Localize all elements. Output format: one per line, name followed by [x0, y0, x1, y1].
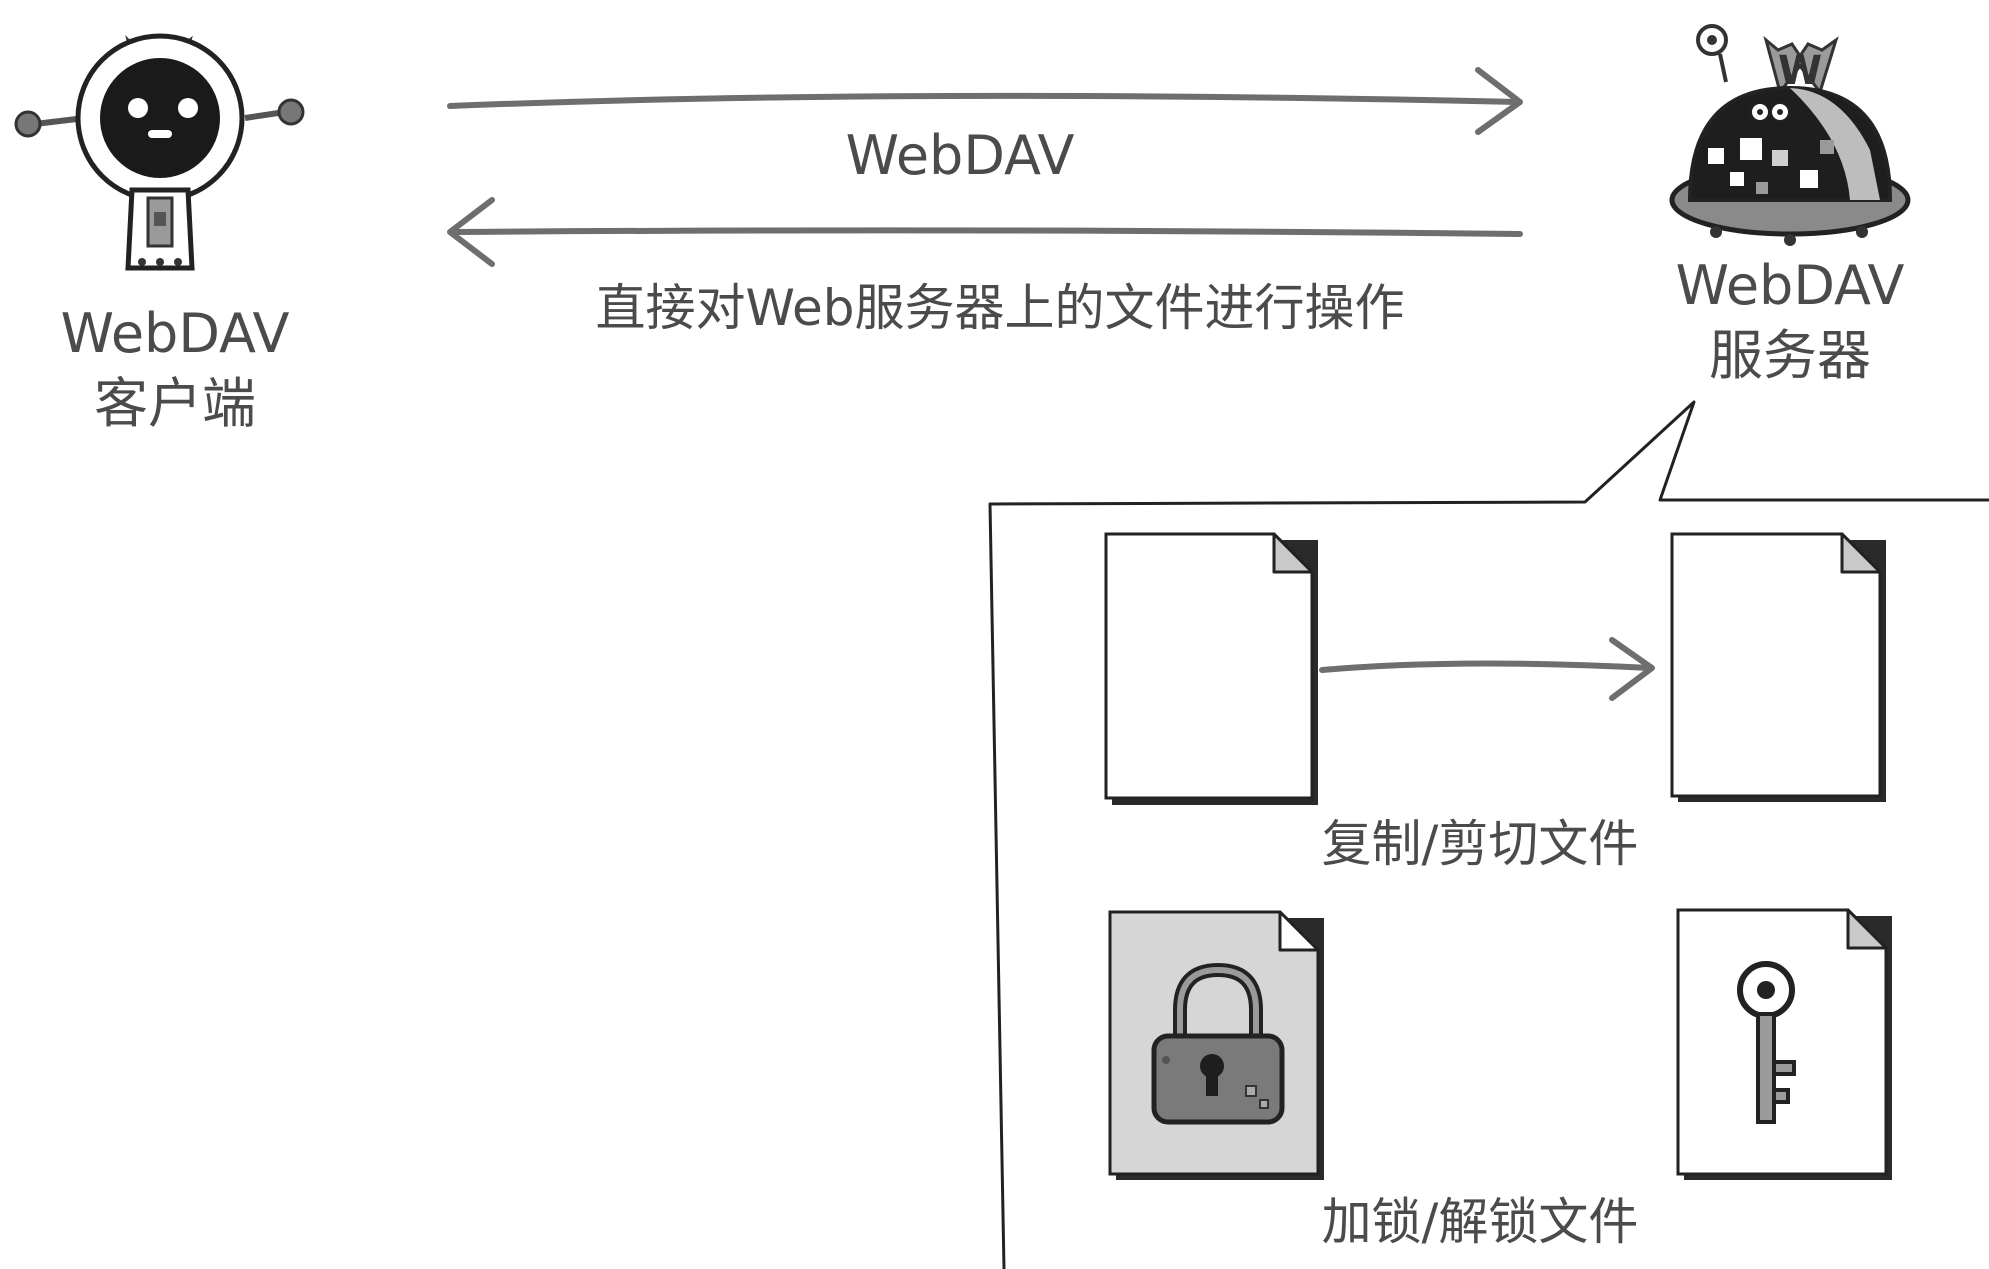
client-robot-icon: W [14, 33, 305, 271]
server-subtitle: 服务器 [1709, 324, 1871, 387]
server-title: WebDAV [1675, 254, 1905, 317]
request-arrow [447, 67, 1523, 135]
document-icon [1670, 532, 1886, 802]
copy-arrow [1319, 637, 1655, 701]
document-icon [1104, 532, 1318, 805]
server-robot-icon: W [1669, 24, 1911, 246]
client-title: WebDAV [60, 302, 290, 365]
response-arrow [447, 197, 1523, 267]
copy-operation-label: 复制/剪切文件 [1321, 815, 1639, 873]
padlock-icon [1151, 962, 1285, 1125]
callout-box [988, 400, 1989, 1269]
protocol-label: WebDAV [845, 124, 1075, 187]
client-subtitle: 客户端 [94, 372, 256, 435]
lock-operation-label: 加锁/解锁文件 [1321, 1193, 1639, 1251]
protocol-description: 直接对Web服务器上的文件进行操作 [595, 279, 1405, 337]
document-icon [1676, 908, 1892, 1180]
key-icon [1737, 961, 1796, 1124]
